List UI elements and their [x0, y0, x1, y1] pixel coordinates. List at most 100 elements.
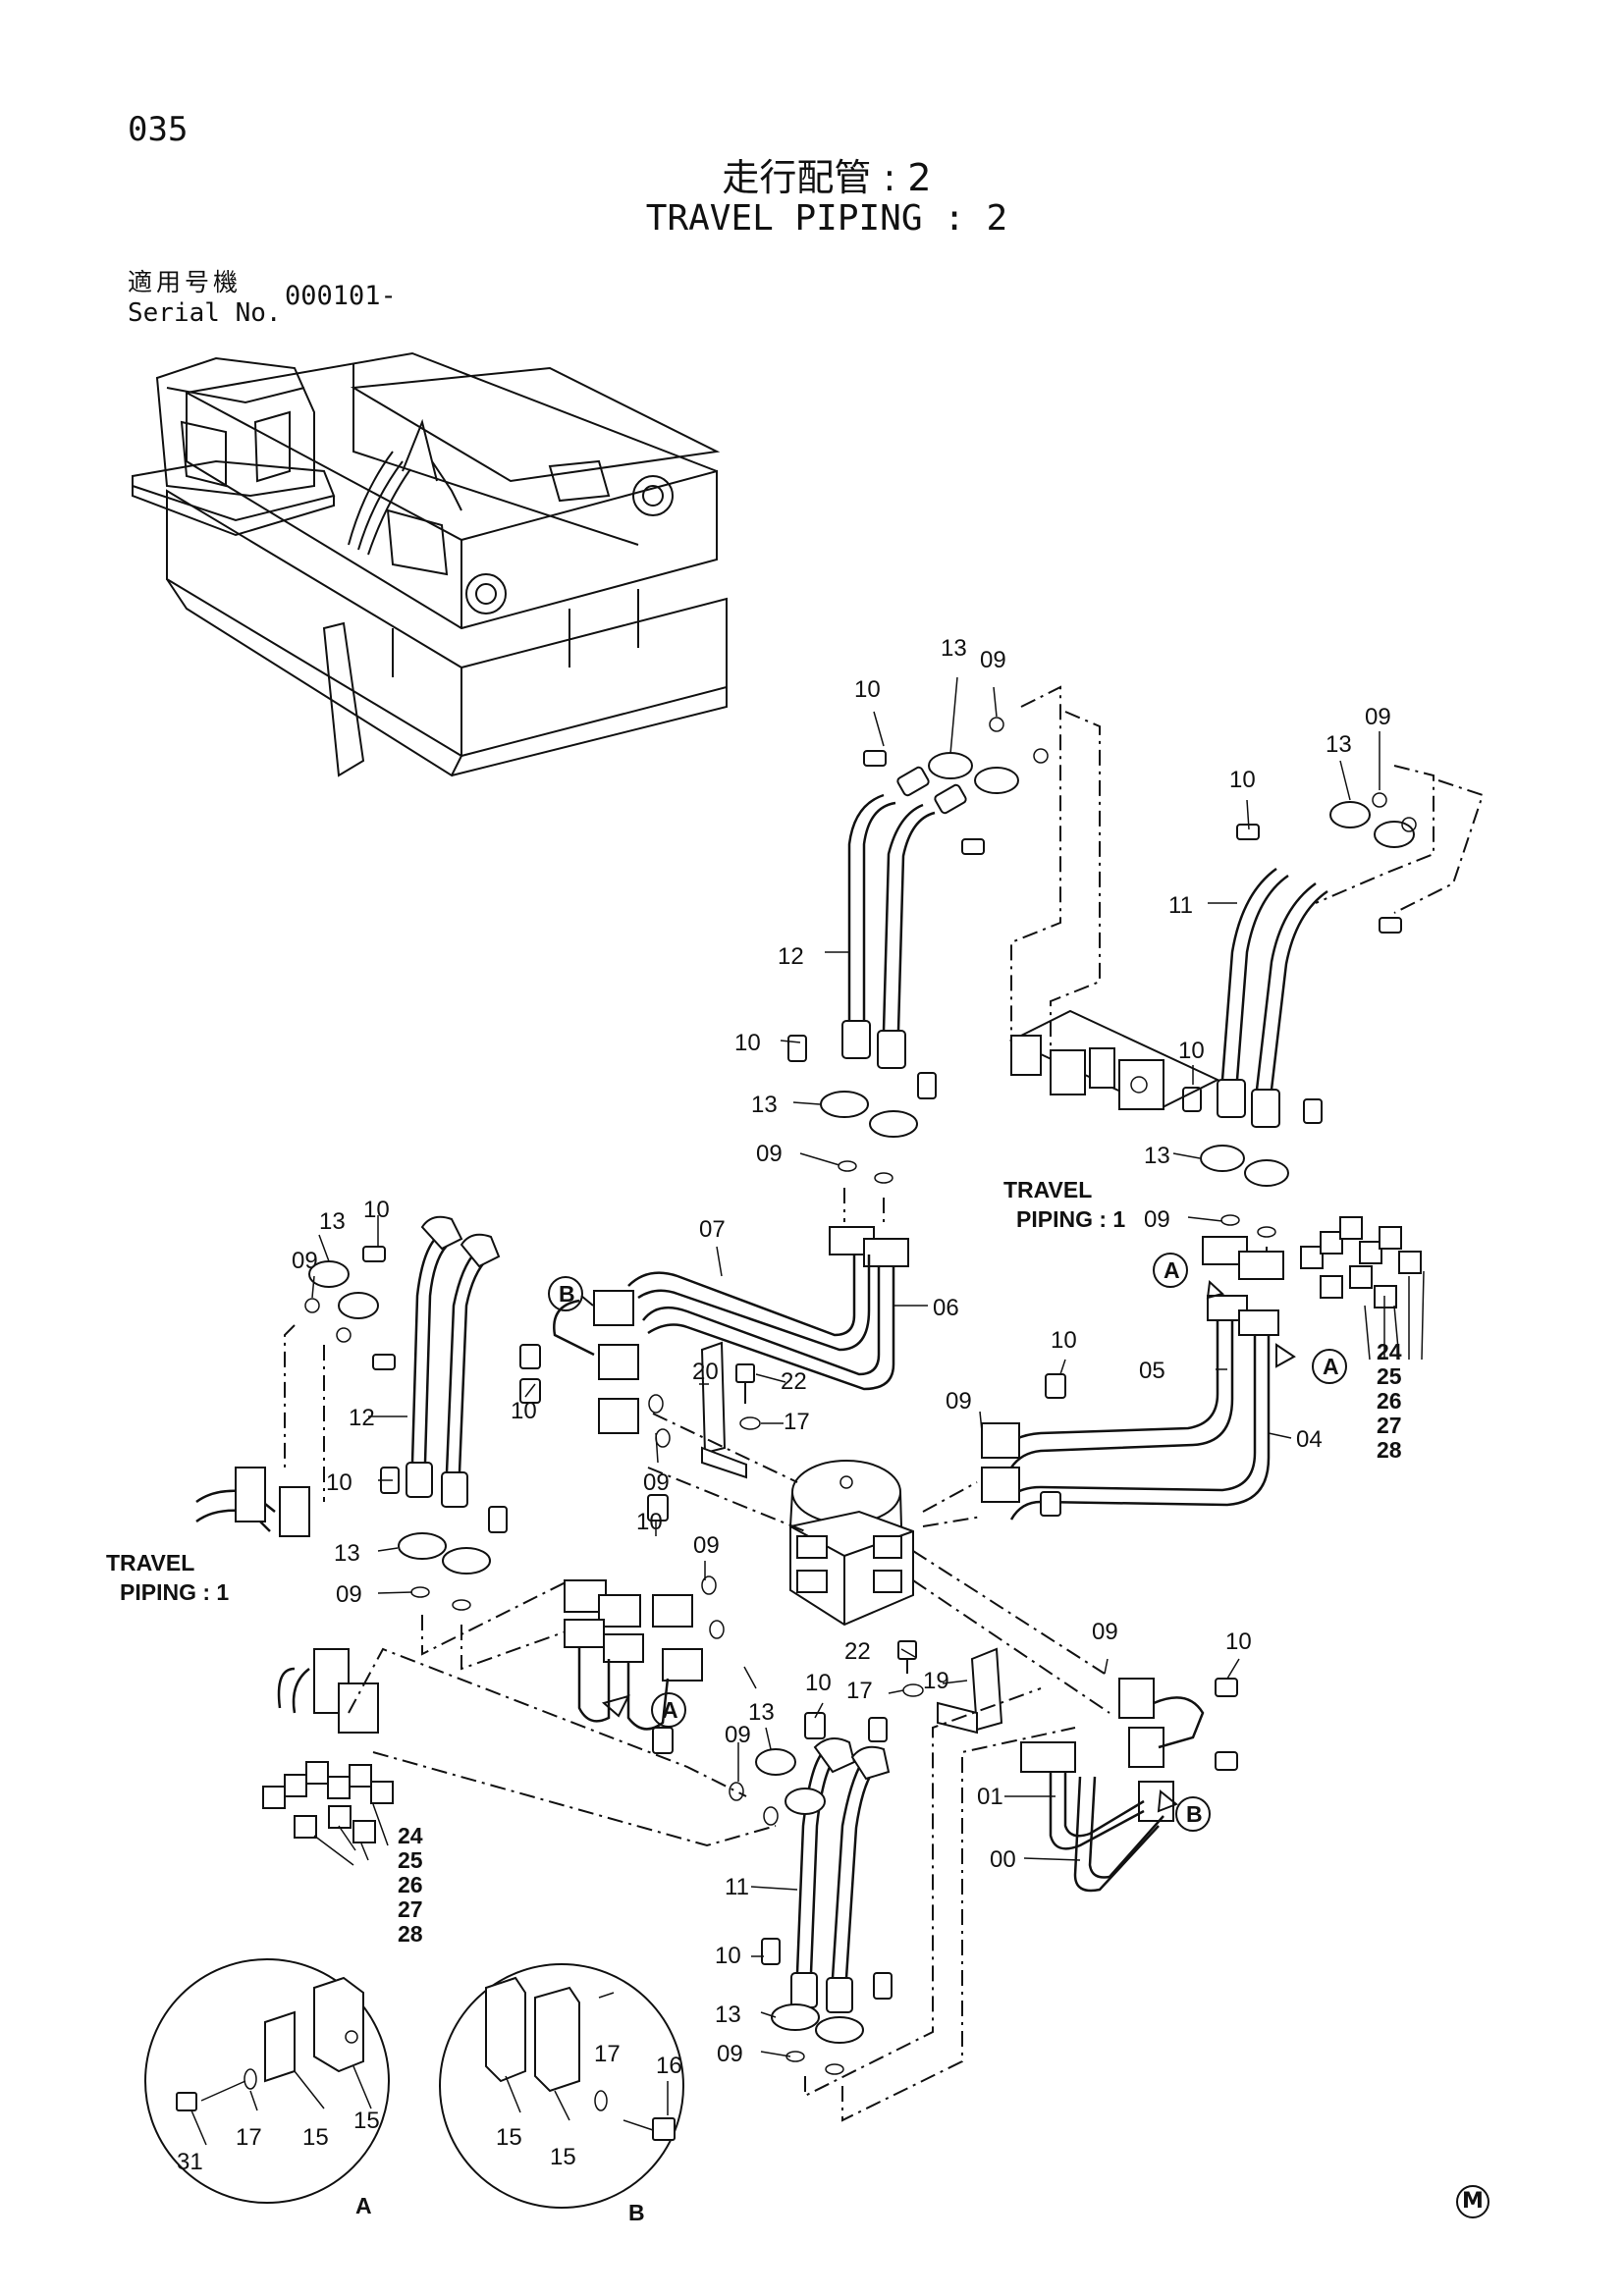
callout-10: 10	[805, 1670, 832, 1696]
bracket-20-and-bolt-22	[700, 1341, 761, 1479]
callout-17: 17	[846, 1678, 873, 1704]
center-swivel-joint	[789, 1460, 914, 1627]
assembly-leader-lines-lower	[804, 1687, 1076, 2122]
callout-09: 09	[1092, 1619, 1118, 1645]
callout-17: 17	[784, 1409, 810, 1435]
callout-10: 10	[1225, 1629, 1252, 1655]
reference-piping-1-label-left: PIPING : 1	[120, 1579, 229, 1605]
callout-10: 10	[1229, 767, 1256, 793]
callout-09: 09	[946, 1388, 972, 1415]
pipes-04-05	[981, 1236, 1284, 1521]
page-number: 035	[128, 110, 189, 149]
circled-reference-tags	[548, 1253, 1347, 1832]
reference-travel-label: TRAVEL	[1003, 1177, 1092, 1202]
reference-tag-a: A	[1164, 1257, 1180, 1283]
callout-09: 09	[756, 1141, 783, 1167]
reference-piping-1-label: PIPING : 1	[1016, 1206, 1125, 1232]
callout-10: 10	[511, 1398, 537, 1424]
detail-a-label: A	[355, 2193, 372, 2218]
callout-25-right: 25	[1377, 1363, 1402, 1389]
left-travel-motor-fittings	[195, 1467, 379, 1734]
callout-13: 13	[941, 635, 967, 662]
callout-13: 13	[1144, 1143, 1170, 1169]
callout-16: 16	[656, 2053, 682, 2079]
callout-09: 09	[693, 1532, 720, 1559]
callout-09: 09	[643, 1469, 670, 1496]
callout-13: 13	[319, 1208, 346, 1235]
callout-28-right: 28	[1377, 1437, 1402, 1463]
callout-15: 15	[353, 2108, 380, 2134]
callout-13: 13	[334, 1540, 360, 1567]
callout-09: 09	[980, 647, 1006, 673]
callout-10: 10	[636, 1509, 663, 1535]
hose-assembly-11-lower	[729, 1712, 893, 2075]
detail-b-label: B	[628, 2200, 645, 2225]
callout-09: 09	[292, 1248, 318, 1274]
callout-12: 12	[778, 943, 804, 970]
callout-13: 13	[748, 1699, 775, 1726]
plates-24-28-left	[262, 1761, 394, 1866]
callout-06: 06	[933, 1295, 959, 1321]
callout-12: 12	[349, 1405, 375, 1431]
callout-25-left: 25	[398, 1847, 423, 1873]
callout-13: 13	[715, 2002, 741, 2028]
callout-10: 10	[1051, 1327, 1077, 1354]
callout-10: 10	[734, 1030, 761, 1056]
callout-labels: 10 13 09 12 10 13 09 10 13 09 11 10 13 0…	[106, 635, 1402, 2225]
hose-assembly-11-upper	[1182, 792, 1417, 1238]
upper-left-fitting-group	[519, 1290, 671, 1448]
callout-19: 19	[923, 1668, 949, 1694]
callout-31: 31	[177, 2149, 203, 2175]
callout-13: 13	[751, 1092, 778, 1118]
bracket-19-and-bolt-22-lower	[868, 1640, 1003, 1742]
callout-27-right: 27	[1377, 1413, 1402, 1438]
callout-04: 04	[1296, 1426, 1323, 1453]
reference-tag-a: A	[662, 1697, 678, 1723]
callout-28-left: 28	[398, 1921, 423, 1947]
reference-tag-b: B	[559, 1281, 575, 1307]
callout-09: 09	[336, 1581, 362, 1608]
callout-10: 10	[715, 1943, 741, 1969]
travel-motor-valve-block	[1008, 1009, 1220, 1111]
reference-tag-a: A	[1323, 1354, 1339, 1379]
callout-15: 15	[550, 2144, 576, 2170]
callout-17: 17	[236, 2124, 262, 2151]
machine-overview-illustration	[132, 351, 728, 777]
callout-27-left: 27	[398, 1896, 423, 1922]
reference-travel-label-left: TRAVEL	[106, 1550, 194, 1575]
callout-17: 17	[594, 2041, 621, 2067]
callout-22: 22	[781, 1368, 807, 1395]
callout-10: 10	[363, 1197, 390, 1223]
callout-05: 05	[1139, 1358, 1165, 1384]
callout-09: 09	[1365, 704, 1391, 730]
callout-09: 09	[717, 2041, 743, 2067]
hose-assembly-12-upper	[787, 717, 1049, 1184]
callout-15: 15	[302, 2124, 329, 2151]
callout-11: 11	[1168, 892, 1193, 919]
serial-label-japanese: 適用号機	[128, 268, 243, 296]
callout-15: 15	[496, 2124, 522, 2151]
serial-label-english: Serial No.	[128, 298, 282, 328]
callout-10: 10	[854, 676, 881, 703]
callout-24-left: 24	[398, 1823, 423, 1848]
callout-09: 09	[725, 1722, 751, 1748]
detail-circle-a	[144, 1958, 390, 2204]
callout-26-right: 26	[1377, 1388, 1402, 1414]
page-title-english: TRAVEL PIPING : 2	[645, 198, 1008, 239]
detail-circle-b	[439, 1963, 684, 2209]
page-title-japanese: 走行配管 : 2	[722, 156, 932, 199]
lower-center-clamp-group	[564, 1494, 725, 1754]
hose-assembly-12-lower-left	[304, 1215, 508, 1611]
plates-24-28-right	[1300, 1216, 1425, 1361]
manufacturer-mark: M	[1456, 2185, 1489, 2218]
callout-20: 20	[692, 1359, 719, 1385]
serial-number-value: 000101-	[285, 281, 397, 311]
callout-13: 13	[1326, 731, 1352, 758]
callout-11: 11	[725, 1874, 749, 1900]
callout-07: 07	[699, 1216, 726, 1243]
callout-10: 10	[326, 1469, 352, 1496]
callout-01: 01	[977, 1784, 1003, 1810]
callout-00: 00	[990, 1846, 1016, 1873]
